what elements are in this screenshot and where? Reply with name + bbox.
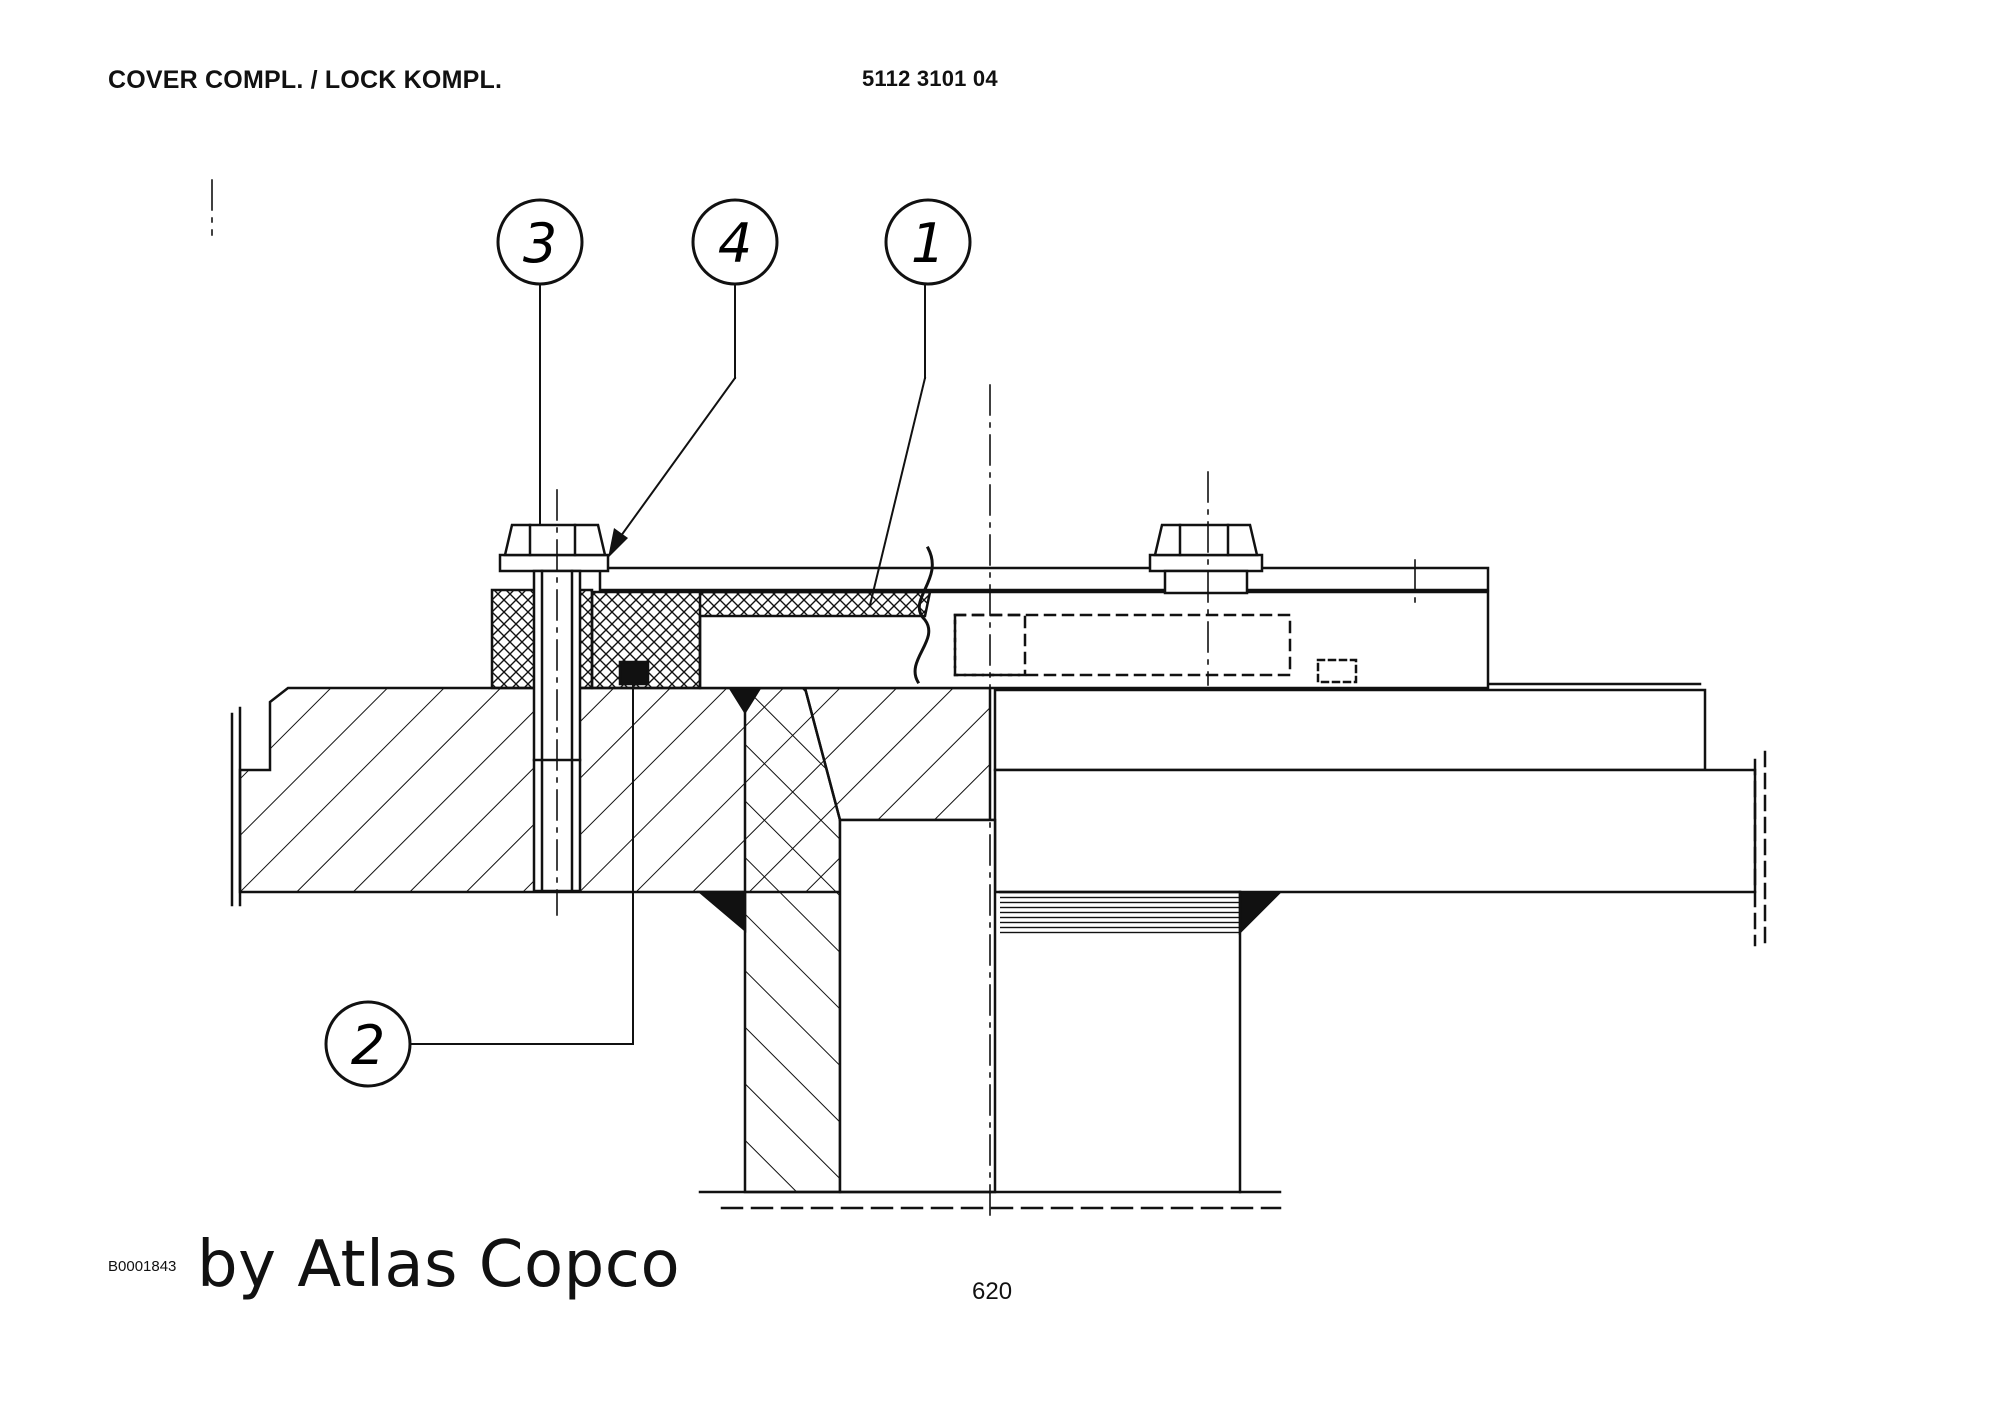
callout-4-label: 4 [718,212,752,275]
callout-1: 1 [884,198,972,286]
callout-4: 4 [691,198,779,286]
drawing-code: B0001843 [108,1258,177,1275]
callout-2-label: 2 [351,1014,385,1077]
document-title: COVER COMPL. / LOCK KOMPL. [108,66,503,94]
callout-2: 2 [324,1000,412,1088]
leader-arrow [608,528,628,558]
centre-lines [211,179,1416,1221]
weld-right [1238,890,1284,936]
leader-lines [409,284,927,1045]
callout-1-label: 1 [911,212,945,275]
part-number: 5112 3101 04 [862,66,998,91]
page-number: 620 [972,1278,1013,1305]
right-plate [993,682,1767,947]
brand-watermark: by Atlas Copco [197,1228,681,1302]
callout-3-label: 3 [523,212,557,275]
callout-3: 3 [496,198,584,286]
weld-left [696,890,747,933]
cover-plate [490,545,1490,690]
bolt-right [1148,523,1264,595]
seal-ring [618,660,650,686]
